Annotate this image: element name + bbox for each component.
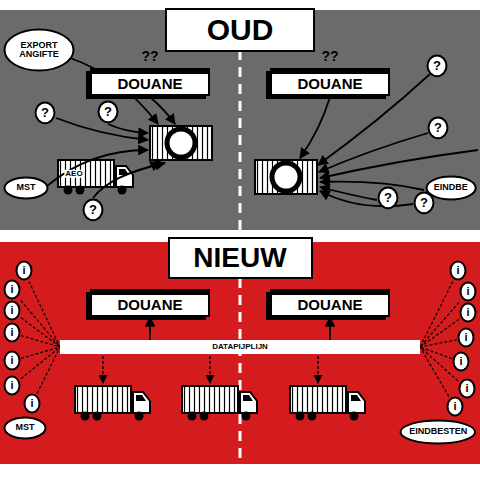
speech-bubble: ? xyxy=(427,116,449,140)
node-text: ? xyxy=(384,191,392,205)
node-text: DOUANE xyxy=(117,297,182,313)
node-text: OUD xyxy=(207,14,274,46)
connector xyxy=(420,347,458,381)
node-text: i xyxy=(453,401,456,413)
node-text: EINDBESTEN xyxy=(409,427,467,436)
connector xyxy=(21,336,60,347)
customs-box: DOUANE xyxy=(90,68,210,96)
question-marks: ?? xyxy=(140,49,159,64)
speech-bubble: i xyxy=(457,327,475,348)
question-marks: ?? xyxy=(320,49,339,64)
speech-bubble: i xyxy=(3,300,21,321)
node-text: DOUANE xyxy=(117,76,182,92)
speech-bubble: i xyxy=(458,378,476,399)
connector xyxy=(420,347,452,359)
title-box: OUD xyxy=(165,8,315,52)
customs-box: DOUANE xyxy=(270,68,390,96)
info-arrows xyxy=(47,58,478,206)
node-text: ? xyxy=(434,121,442,135)
node-text: ? xyxy=(41,106,49,120)
node-text: EINDBE xyxy=(434,183,468,192)
title-box: NIEUW xyxy=(168,237,313,278)
connector xyxy=(420,347,449,396)
node-text: i xyxy=(459,356,462,368)
node-text: ? xyxy=(433,59,441,73)
container-symbol xyxy=(150,126,212,160)
speech-bubble: i xyxy=(449,260,467,281)
speech-bubble: ? xyxy=(82,198,104,222)
speech-bubble: i xyxy=(459,302,477,323)
speech-bubble: ? xyxy=(377,186,399,210)
border-line xyxy=(239,278,242,464)
node-text: ? xyxy=(104,105,112,119)
node-text: i xyxy=(465,383,468,395)
connector xyxy=(420,319,459,347)
truck-symbol xyxy=(290,386,365,421)
connector xyxy=(29,281,60,347)
node-text: i xyxy=(466,307,469,319)
connector xyxy=(21,347,60,379)
truck-label: AEO xyxy=(64,170,83,178)
node-text: i xyxy=(30,398,33,410)
speech-bubble: MST xyxy=(3,176,49,200)
truck-symbol xyxy=(182,386,257,421)
connector xyxy=(37,347,60,393)
speech-bubble: i xyxy=(23,393,41,414)
truck-symbol xyxy=(75,386,150,421)
speech-bubble: ? xyxy=(34,101,56,125)
connector xyxy=(420,340,457,347)
container-symbol xyxy=(255,160,317,194)
border-line xyxy=(239,50,242,230)
node-text: i xyxy=(22,265,25,277)
node-text: MST xyxy=(17,183,36,192)
node-text: DOUANE xyxy=(297,297,362,313)
speech-bubble: i xyxy=(452,351,470,372)
speech-bubble: i xyxy=(3,322,21,343)
node-text: i xyxy=(10,355,13,367)
customs-box: DOUANE xyxy=(90,289,210,317)
connector xyxy=(21,318,60,347)
connector xyxy=(21,347,60,358)
old-panel xyxy=(0,10,480,230)
data-pipeline: DATAPIJPLIJN xyxy=(60,340,420,354)
node-text: i xyxy=(466,286,469,298)
node-text: DOUANE xyxy=(297,76,362,92)
speech-bubble: i xyxy=(3,375,21,396)
node-text: i xyxy=(10,327,13,339)
node-text: i xyxy=(10,284,13,296)
connector xyxy=(149,317,151,340)
node-text: ? xyxy=(420,196,428,210)
node-text: DATAPIJPLIJN xyxy=(212,343,268,351)
node-text: ? xyxy=(89,203,97,217)
node-text: MST xyxy=(16,423,35,432)
node-text: i xyxy=(10,305,13,317)
connector xyxy=(420,302,459,347)
speech-bubble: i xyxy=(3,350,21,371)
node-text: EXPORT ANGIFTE xyxy=(14,41,64,60)
node-text: i xyxy=(456,265,459,277)
speech-bubble: i xyxy=(446,396,464,417)
connector xyxy=(21,300,60,347)
node-text: NIEUW xyxy=(193,243,286,272)
connector xyxy=(329,317,331,340)
speech-bubble: EINDBE xyxy=(425,175,477,201)
speech-bubble: ? xyxy=(97,100,119,124)
node-text: i xyxy=(464,332,467,344)
data-feed-lines xyxy=(103,356,318,383)
customs-box: DOUANE xyxy=(270,289,390,317)
node-text: i xyxy=(10,380,13,392)
speech-bubble: MST xyxy=(3,416,47,440)
speech-bubble: ? xyxy=(426,54,448,78)
speech-bubble: i xyxy=(3,279,21,300)
speech-bubble: i xyxy=(15,260,33,281)
speech-bubble: i xyxy=(459,281,477,302)
speech-bubble: EXPORT ANGIFTE xyxy=(3,28,75,72)
speech-bubble: EINDBESTEN xyxy=(399,419,477,445)
